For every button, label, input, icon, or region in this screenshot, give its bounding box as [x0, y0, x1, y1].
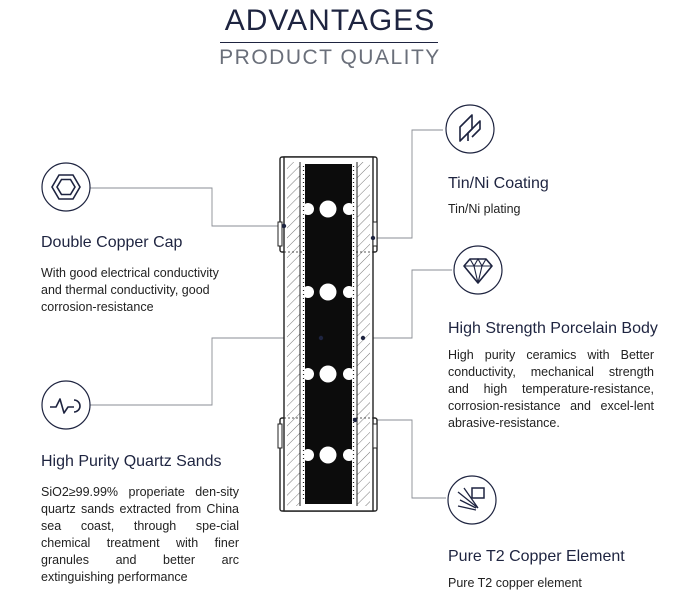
spark-element-icon	[447, 475, 497, 525]
waveform-icon	[41, 380, 91, 430]
title-divider	[220, 42, 438, 43]
double-copper-cap-description: With good electrical conductivity and th…	[41, 266, 219, 314]
right-wall-hatch	[357, 162, 370, 506]
connector-lines	[90, 129, 452, 499]
double-hexagon-icon	[41, 162, 91, 212]
quartz-sands-description: SiO2≥99.99% properiate den-sity quartz s…	[41, 485, 239, 584]
connector-copper-cap	[90, 187, 283, 227]
diamond-icon	[453, 245, 503, 295]
quartz-sands-title: High Purity Quartz Sands	[41, 453, 222, 470]
porcelain-body-title: High Strength Porcelain Body	[448, 320, 658, 337]
left-wall-hatch	[287, 162, 300, 506]
coated-panel-icon	[445, 104, 495, 154]
element-holes	[302, 200, 355, 464]
porcelain-body-description: High purity ceramics with Better conduct…	[448, 348, 654, 430]
connector-copper-element	[355, 419, 446, 499]
double-copper-cap-title: Double Copper Cap	[41, 234, 183, 251]
tin-ni-coating-description: Tin/Ni plating	[448, 202, 521, 216]
page-title: ADVANTAGES	[224, 4, 436, 37]
connector-quartz	[90, 337, 320, 406]
connector-porcelain	[363, 269, 452, 339]
fuse-cross-section	[277, 156, 378, 512]
tin-ni-coating-title: Tin/Ni Coating	[448, 175, 549, 192]
copper-element-title: Pure T2 Copper Element	[448, 548, 625, 565]
page-subtitle: PRODUCT QUALITY	[219, 46, 441, 69]
connector-tin-ni	[373, 129, 443, 239]
connector-dots	[281, 223, 376, 423]
copper-element-description: Pure T2 copper element	[448, 576, 582, 590]
